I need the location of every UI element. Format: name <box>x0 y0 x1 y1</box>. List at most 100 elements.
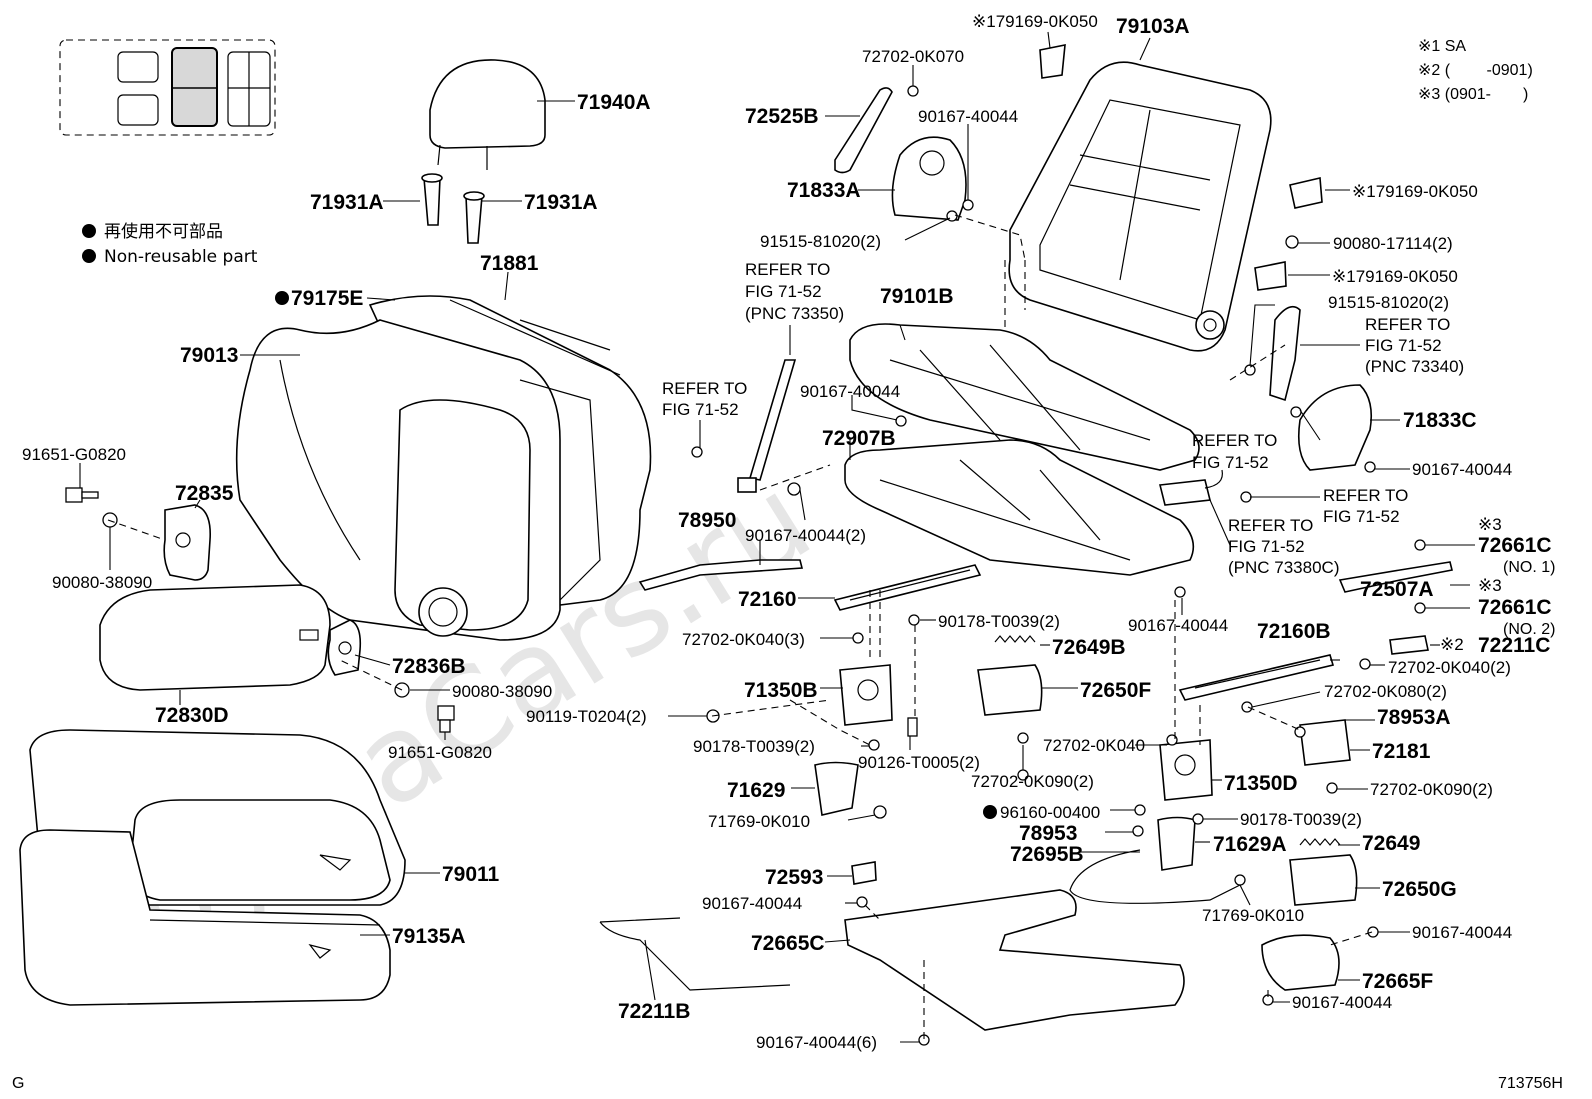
label-72181: 72181 <box>1372 740 1431 763</box>
spacer-179169-top <box>1039 44 1066 79</box>
label-72665C: 72665C <box>751 932 825 955</box>
label-refer-73340-2: FIG 71-52 <box>1365 336 1442 355</box>
label-72211C: 72211C <box>1478 634 1550 657</box>
label-72835: 72835 <box>175 482 234 505</box>
label-72661C-2: 72661C <box>1478 596 1552 619</box>
clip-72593 <box>851 861 877 885</box>
non-reusable-dot-icon <box>275 291 289 305</box>
cable-72695B <box>1069 849 1241 904</box>
label-72907B: 72907B <box>822 427 896 450</box>
springs <box>994 635 1341 846</box>
label-refer-73350-2: FIG 71-52 <box>745 282 822 301</box>
label-91515-81020-right: 91515-81020(2) <box>1328 293 1449 312</box>
figure-code: 713756H <box>1498 1075 1563 1092</box>
seat-cushion-cover <box>29 729 406 906</box>
label-78950: 78950 <box>678 509 736 532</box>
seat-belt-73340 <box>1269 305 1301 402</box>
label-refer-a-2: FIG 71-52 <box>662 400 739 419</box>
label-78953: 78953 <box>1019 822 1077 845</box>
label-90167-40044-below: 90167-40044 <box>1128 616 1228 635</box>
lock-72650G <box>1289 854 1358 906</box>
headrest-guide-left <box>421 173 443 226</box>
seat-track-72160 <box>833 564 982 611</box>
label-90126-T0005: 90126-T0005(2) <box>858 753 980 772</box>
label-72702-0K090-right: 72702-0K090(2) <box>1370 780 1493 799</box>
label-90178-T0039-left: 90178-T0039(2) <box>693 737 815 756</box>
adjuster-71350B <box>839 664 893 726</box>
label-90167-40044-top: 90167-40044 <box>918 107 1018 126</box>
label-90167-40044-72593: 90167-40044 <box>702 894 802 913</box>
label-72661C-1-note: (NO. 1) <box>1503 559 1555 576</box>
label-90080-38090-left: 90080-38090 <box>52 573 152 592</box>
seat-track-base-72907B <box>844 439 1195 576</box>
label-72702-0K090-left: 72702-0K090(2) <box>971 772 1094 791</box>
note-2: ※2 ( -0901) <box>1418 62 1533 79</box>
label-72695B: 72695B <box>1010 843 1084 866</box>
label-71931A-right: 71931A <box>524 191 598 214</box>
label-79103A: 79103A <box>1116 15 1190 38</box>
label-90178-T0039-top: 90178-T0039(2) <box>938 612 1060 631</box>
seat-track-72160B <box>1178 654 1335 701</box>
label-91651-G0820-top: 91651-G0820 <box>22 445 126 464</box>
label-71350D: 71350D <box>1224 772 1298 795</box>
label-71629: 71629 <box>727 779 785 802</box>
label-72661C-2-note: (NO. 2) <box>1503 621 1555 638</box>
label-90167-40044-72665F-bottom: 90167-40044 <box>1292 993 1392 1012</box>
rod-72211B <box>599 917 791 991</box>
label-refer-73380C-3: (PNC 73380C) <box>1228 558 1340 577</box>
label-72507A: 72507A <box>1360 578 1434 601</box>
label-refer-73380C-1: REFER TO <box>1228 516 1313 535</box>
label-79135A: 79135A <box>392 925 466 948</box>
label-72661C-1-mark: ※3 <box>1478 515 1502 534</box>
part-labels: 71940A 71931A 71931A 79175E 71881 79013 … <box>22 12 1555 1052</box>
label-72211B: 72211B <box>618 1000 690 1023</box>
cover-71629 <box>814 761 859 816</box>
label-91515-81020-left: 91515-81020(2) <box>760 232 881 251</box>
bolt-91651-top <box>65 487 99 503</box>
label-refer-b-1: REFER TO <box>1192 431 1277 450</box>
label-79013: 79013 <box>180 344 238 367</box>
label-72650G: 72650G <box>1382 878 1457 901</box>
label-90167-40044-mid: 90167-40044 <box>800 382 900 401</box>
label-refer-c-2: FIG 71-52 <box>1323 507 1400 526</box>
label-72702-0K040-3: 72702-0K040(3) <box>682 630 805 649</box>
armrest <box>99 584 331 691</box>
non-reusable-dot-icon <box>983 805 997 819</box>
label-96160-00400: 96160-00400 <box>1000 803 1100 822</box>
cover-71629A <box>1157 816 1196 871</box>
label-72661C-1: 72661C <box>1478 534 1552 557</box>
label-90080-17114: 90080-17114(2) <box>1333 234 1453 253</box>
label-refer-73350-1: REFER TO <box>745 260 830 279</box>
label-78953A: 78953A <box>1377 706 1451 729</box>
label-179169-right1: ※179169-0K050 <box>1352 182 1478 201</box>
label-refer-73350-3: (PNC 73350) <box>745 304 844 323</box>
seat-belt-anchor-73350 <box>737 359 797 493</box>
label-90167-40044-72665F-top: 90167-40044 <box>1412 923 1512 942</box>
label-71350B: 71350B <box>744 679 818 702</box>
label-72593: 72593 <box>765 866 823 889</box>
label-71769-0K010-right: 71769-0K010 <box>1202 906 1304 925</box>
label-72836B: 72836B <box>392 655 466 678</box>
seat-position-key <box>59 39 276 136</box>
seat-cushion-frame-79101B <box>849 323 1200 471</box>
label-72661C-2-mark: ※3 <box>1478 576 1502 595</box>
label-72649: 72649 <box>1362 832 1420 855</box>
label-71629A: 71629A <box>1213 833 1287 856</box>
notes: ※1 SA ※2 ( -0901) ※3 (0901- ) <box>1418 38 1533 103</box>
plate-72211C <box>1389 635 1429 655</box>
leader-lines <box>79 31 1475 1043</box>
label-72160B: 72160B <box>1257 620 1331 643</box>
spacer-179169-right1 <box>1289 177 1323 209</box>
release-lever-72525B <box>834 87 893 174</box>
adjuster-71350D <box>1159 739 1213 801</box>
seat-cushion-pad <box>19 829 391 1006</box>
seatback-cushion <box>235 319 601 641</box>
label-90167-40044-6: 90167-40044(6) <box>756 1033 877 1052</box>
label-90167-40044-right: 90167-40044 <box>1412 460 1512 479</box>
label-72649B: 72649B <box>1052 636 1126 659</box>
corner-mark: G <box>12 1075 24 1092</box>
cable-78950 <box>638 559 804 591</box>
label-71940A: 71940A <box>577 91 651 114</box>
label-72702-0K080: 72702-0K080(2) <box>1324 682 1447 701</box>
